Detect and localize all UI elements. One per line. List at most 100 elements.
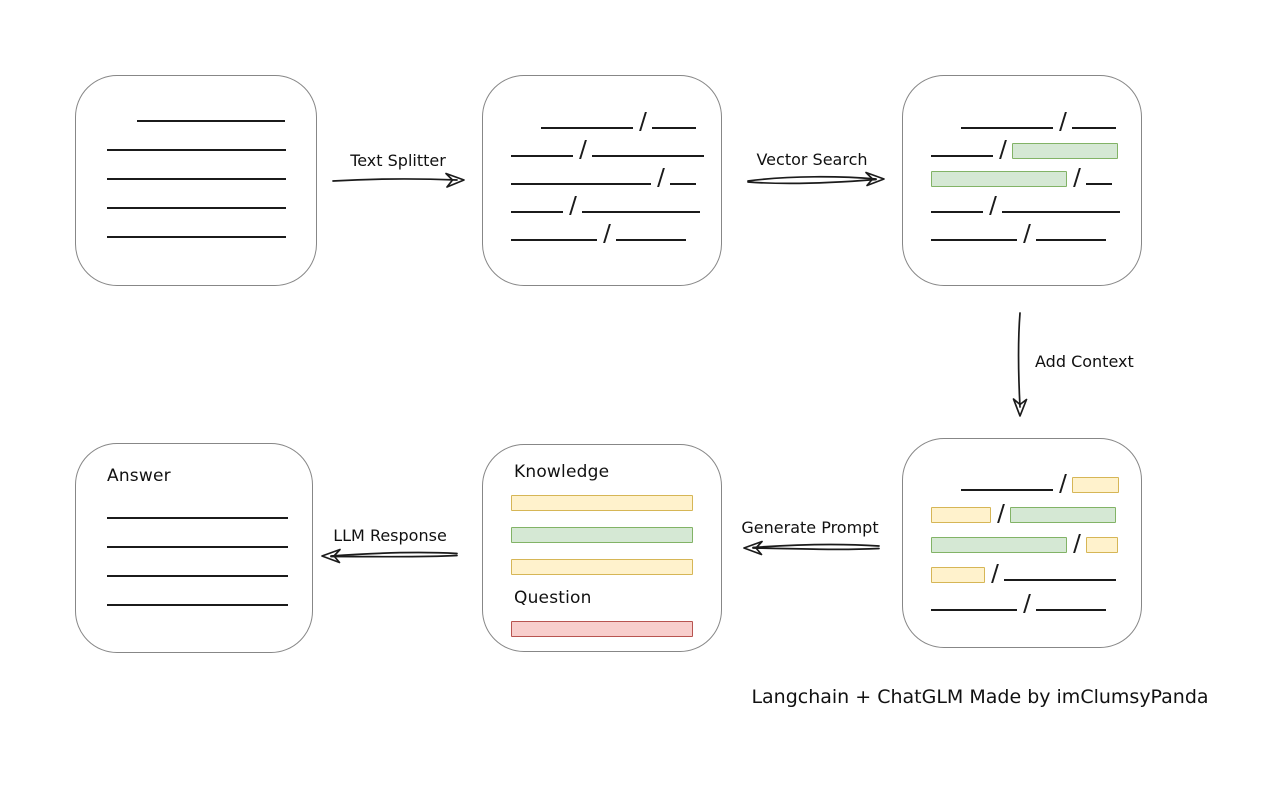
green-highlight-chip [931, 537, 1067, 553]
knowledge-bars [483, 482, 721, 575]
placeholder-row [511, 167, 721, 185]
placeholder-line [1002, 211, 1120, 213]
placeholder-line [511, 211, 563, 213]
placeholder-row [107, 546, 312, 548]
indent-spacer [107, 121, 137, 122]
placeholder-line [107, 604, 288, 606]
split-chunks-box [482, 75, 722, 286]
chunk-separator-slash [998, 138, 1007, 157]
placeholder-line [582, 211, 700, 213]
chunk-separator-slash [638, 110, 647, 129]
yellow-highlight-chip [511, 559, 693, 575]
yellow-highlight-chip [1086, 537, 1118, 553]
indent-spacer [931, 128, 961, 129]
question-bar [483, 608, 721, 637]
placeholder-row [107, 236, 316, 238]
placeholder-row [107, 149, 316, 151]
placeholder-row [511, 111, 721, 129]
placeholder-row [511, 524, 721, 543]
llm-response-arrow [321, 548, 458, 564]
chunk-separator-slash [578, 138, 587, 157]
question-heading: Question [514, 588, 592, 608]
chunk-separator-slash [1058, 472, 1067, 491]
placeholder-row [931, 138, 1141, 159]
chunk-lines [483, 76, 721, 241]
chunk-separator-slash [1022, 222, 1031, 241]
placeholder-row [931, 472, 1141, 493]
placeholder-line [931, 155, 993, 157]
red-highlight-chip [511, 621, 693, 637]
placeholder-row [107, 207, 316, 209]
chunk-separator-slash [1072, 166, 1081, 185]
placeholder-line [1004, 579, 1116, 581]
placeholder-row [511, 223, 721, 241]
chunk-separator-slash [1072, 532, 1081, 551]
yellow-highlight-chip [1072, 477, 1119, 493]
chunk-separator-slash [602, 222, 611, 241]
placeholder-row [931, 111, 1141, 129]
answer-lines [76, 486, 312, 606]
answer-heading: Answer [107, 466, 171, 486]
green-highlight-chip [1012, 143, 1118, 159]
indent-spacer [511, 128, 541, 129]
placeholder-row [107, 604, 312, 606]
placeholder-row [931, 563, 1141, 583]
yellow-highlight-chip [931, 507, 991, 523]
placeholder-row [931, 223, 1141, 241]
placeholder-line [1036, 609, 1106, 611]
context-chunks-box [902, 438, 1142, 648]
placeholder-row [107, 517, 312, 519]
placeholder-row [107, 575, 312, 577]
placeholder-line [1086, 183, 1112, 185]
placeholder-row [931, 195, 1141, 213]
answer-box: Answer [75, 443, 313, 653]
chunk-separator-slash [1022, 592, 1031, 611]
placeholder-line [107, 236, 286, 238]
placeholder-line [107, 546, 288, 548]
search-result-lines [903, 76, 1141, 241]
placeholder-line [1036, 239, 1106, 241]
add-context-arrow [1012, 312, 1028, 417]
generate-prompt-arrow [743, 540, 880, 556]
source-document-box [75, 75, 317, 286]
green-highlight-chip [1010, 507, 1116, 523]
document-lines [76, 76, 316, 238]
add-context-label: Add Context [1035, 352, 1134, 371]
text-splitter-arrow [332, 172, 465, 188]
placeholder-row [931, 166, 1141, 187]
placeholder-row [931, 532, 1141, 553]
placeholder-line [931, 211, 983, 213]
placeholder-line [592, 155, 704, 157]
placeholder-line [652, 127, 696, 129]
placeholder-line [670, 183, 696, 185]
placeholder-row [511, 492, 721, 511]
yellow-highlight-chip [511, 495, 693, 511]
placeholder-line [961, 489, 1053, 491]
placeholder-line [107, 149, 286, 151]
vector-search-arrow [747, 171, 885, 187]
text-splitter-label: Text Splitter [350, 151, 446, 170]
chunk-separator-slash [656, 166, 665, 185]
placeholder-line [511, 183, 651, 185]
chunk-separator-slash [988, 194, 997, 213]
context-lines [903, 439, 1141, 611]
indent-spacer [931, 490, 961, 491]
knowledge-heading: Knowledge [514, 462, 610, 482]
chunk-separator-slash [996, 502, 1005, 521]
placeholder-line [961, 127, 1053, 129]
placeholder-line [511, 155, 573, 157]
placeholder-line [137, 120, 285, 122]
placeholder-line [931, 609, 1017, 611]
chunk-separator-slash [568, 194, 577, 213]
placeholder-line [616, 239, 686, 241]
llm-response-label: LLM Response [333, 526, 447, 545]
vector-search-label: Vector Search [756, 150, 868, 169]
vector-search-results-box [902, 75, 1142, 286]
placeholder-line [107, 575, 288, 577]
prompt-box: Knowledge Question [482, 444, 722, 652]
placeholder-row [511, 618, 721, 637]
green-highlight-chip [931, 171, 1067, 187]
placeholder-line [541, 127, 633, 129]
placeholder-line [107, 517, 288, 519]
